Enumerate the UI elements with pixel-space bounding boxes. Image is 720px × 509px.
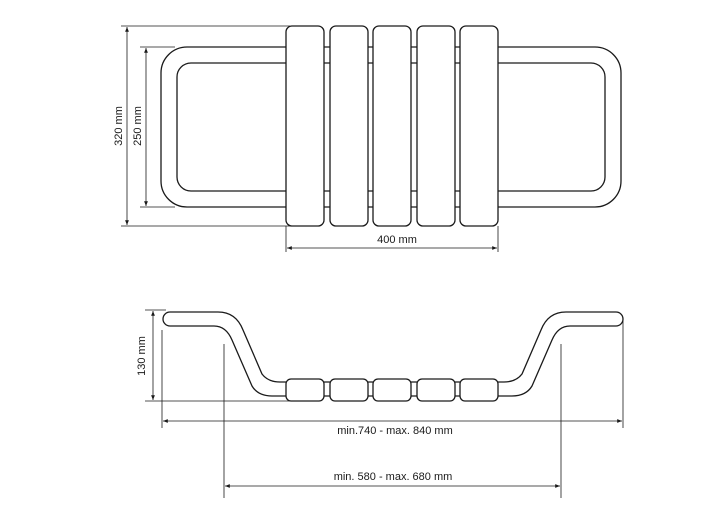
side-slat-4	[416, 378, 456, 402]
dimension-400: 400 mm	[285, 226, 499, 252]
side-slat-1	[285, 378, 325, 402]
side-slat-2	[329, 378, 369, 402]
dimension-inner: min. 580 - max. 680 mm	[223, 344, 562, 498]
slat-5	[459, 25, 499, 227]
slat-2	[329, 25, 369, 227]
dimension-130: 130 mm	[136, 309, 290, 402]
dimension-130-label: 130 mm	[136, 336, 148, 376]
side-view: 130 mm min.740 - max. 840 mm min. 580 - …	[136, 309, 624, 498]
dimension-320-label: 320 mm	[113, 106, 125, 146]
side-slat-5	[459, 378, 499, 402]
dimension-overall: min.740 - max. 840 mm	[161, 318, 624, 437]
dimension-250-label: 250 mm	[132, 106, 144, 146]
dimension-250: 250 mm	[132, 46, 175, 208]
dimension-inner-label: min. 580 - max. 680 mm	[334, 471, 453, 483]
dimension-400-label: 400 mm	[377, 234, 417, 246]
side-slat-3	[372, 378, 412, 402]
slat-3	[372, 25, 412, 227]
slat-1	[285, 25, 325, 227]
dimension-overall-label: min.740 - max. 840 mm	[337, 425, 453, 437]
slat-4	[416, 25, 456, 227]
side-tube-right-end	[615, 311, 624, 327]
top-view: 320 mm 250 mm 400 mm	[113, 25, 622, 252]
side-tube-left-end	[162, 311, 171, 327]
dimension-320: 320 mm	[113, 25, 290, 227]
